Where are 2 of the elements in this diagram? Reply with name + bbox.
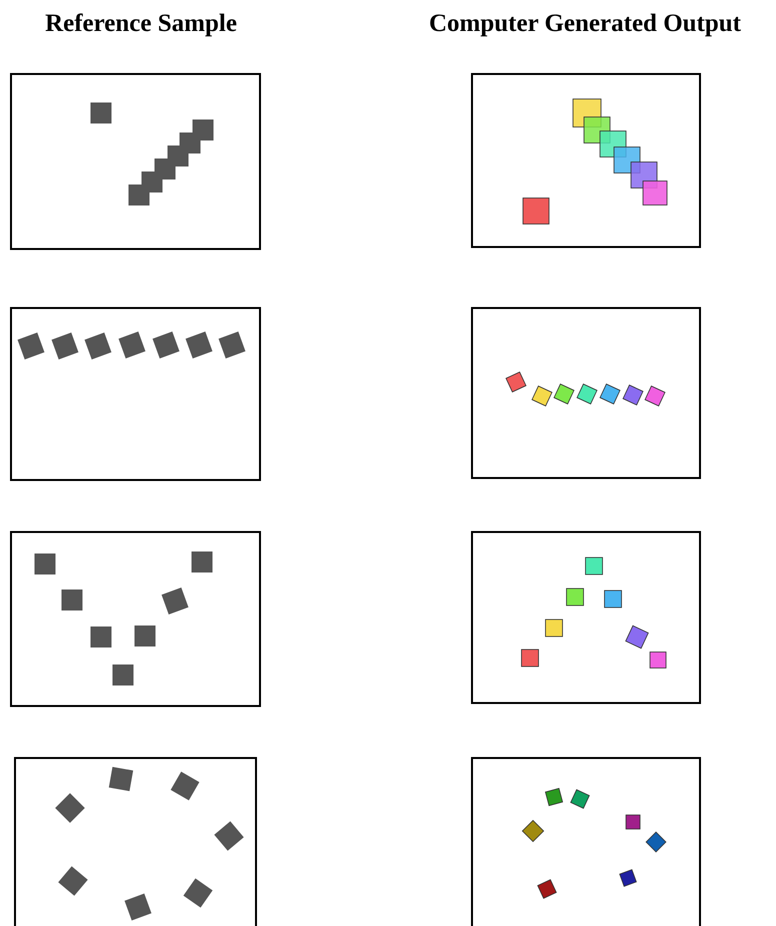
column-heading: Reference Sample [45, 10, 237, 38]
column-heading: Computer Generated Output [428, 10, 742, 38]
